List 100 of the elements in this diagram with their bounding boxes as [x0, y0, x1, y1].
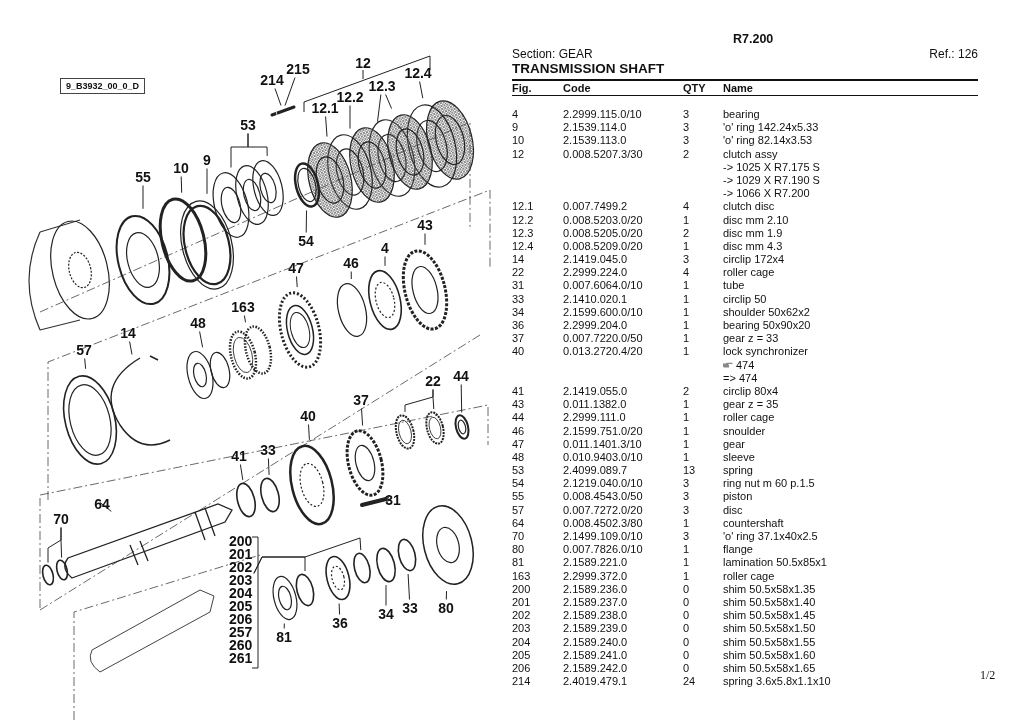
table-cell: 474 [736, 358, 755, 372]
table-cell-text: gear z = 33 [723, 332, 780, 346]
table-cell-text: 2.4099.089.7 [563, 464, 629, 478]
table-cell-text: 0.013.2720.4/20 [563, 345, 644, 359]
table-cell-text: 0.011.1382.0 [563, 398, 628, 412]
leader-line [284, 77, 296, 106]
table-cell-text: disc [723, 503, 744, 517]
table-cell-text: 46 [512, 424, 526, 438]
bearing-drawing [325, 555, 351, 601]
table-cell-text: 3 [683, 108, 691, 122]
table-cell-text: 57 [512, 503, 526, 517]
table-cell-text: 1 [683, 305, 691, 319]
o-ring-drawing [55, 559, 69, 581]
leader-line [247, 133, 268, 157]
table-cell-text: 0.007.7826.0/10 [563, 543, 644, 557]
leader-line [296, 276, 298, 288]
table-cell-text: bearing [723, 108, 761, 122]
callout-number: 214 [260, 73, 284, 87]
callout-number: 257 [229, 626, 253, 639]
table-cell-text: 2.1589.242.0 [563, 661, 629, 676]
roller-cage-drawing [454, 414, 470, 440]
table-cell-text: 54 [512, 477, 526, 491]
table-cell: => 474 [723, 371, 758, 385]
table-cell-text: 13 [683, 464, 697, 478]
table-cell-text: 1 [683, 569, 691, 583]
table-cell-text: 2.1539.114.0 [563, 121, 628, 135]
table-cell-text: tube [723, 279, 746, 293]
table-cell-text: 0.011.1401.3/10 [563, 437, 643, 451]
callout-number: 43 [417, 218, 433, 232]
table-cell-text: shim 50.5x58x1.35 [723, 582, 817, 596]
table-cell-text: snoulder [723, 424, 767, 438]
shim-drawing [353, 552, 371, 584]
callout-number: 64 [94, 497, 110, 511]
table-cell-text: spring 3.6x5.8x1.1x10 [723, 675, 832, 689]
table-cell-text: 206 [512, 661, 532, 676]
callout-number: 48 [190, 316, 206, 330]
ring-drawing [180, 200, 234, 290]
gear-drawing [401, 249, 449, 331]
table-cell-text: 36 [512, 319, 526, 333]
callout-number: 12.1 [311, 101, 339, 115]
table-cell-text: gear [723, 437, 747, 451]
table-cell-text: 12.2 [512, 213, 535, 227]
table-cell-text: 2.1589.239.0 [563, 622, 629, 636]
table-cell-text: lock synchronizer [723, 345, 809, 359]
table-cell-text: roller cage [723, 266, 776, 280]
table-cell-text: 0 [683, 595, 691, 610]
pin-drawing [270, 105, 296, 117]
callout-number: 55 [135, 170, 151, 184]
column-header: Name [723, 82, 754, 94]
table-cell-text: 33 [512, 292, 526, 306]
table-cell-text: circlip 50 [723, 292, 768, 306]
o-ring-drawing [41, 564, 55, 586]
table-cell-text: 40 [512, 345, 526, 359]
leader-line [84, 358, 87, 370]
table-cell-text: 4 [512, 108, 520, 122]
table-cell-text: 2.1589.238.0 [563, 609, 629, 623]
table-cell-text: 10 [512, 134, 526, 148]
roller-cage-drawing [228, 325, 273, 380]
table-cell-text: 2 [683, 147, 691, 161]
friction-disc-drawing [307, 142, 353, 218]
washer-drawing [212, 172, 250, 238]
table-cell-text: shim 50.5x58x1.55 [723, 635, 817, 649]
table-cell-text: 12.3 [512, 226, 535, 240]
table-cell-text: 2.1589.221.0 [563, 556, 629, 570]
table-cell-text: 2.1419.055.0 [563, 384, 629, 399]
table-cell-text: 14 [512, 253, 526, 267]
table-cell-text: 70 [512, 530, 526, 544]
table-cell-text: 34 [512, 305, 526, 319]
table-cell-text: 2.1219.040.0/10 [563, 477, 644, 491]
leader-line [349, 105, 351, 130]
leader-line [60, 527, 63, 559]
callout-number: 36 [332, 616, 348, 630]
table-cell-text: 2.1499.109.0/10 [563, 530, 644, 544]
table-cell-text: flange [723, 543, 754, 557]
table-cell-text: 'o' ring 37.1x40x2.5 [723, 530, 819, 544]
table-cell-text: 2.1419.045.0 [563, 253, 629, 267]
table-cell-text: 2 [683, 384, 691, 399]
callout-number: 12 [355, 56, 371, 70]
drawing-reference-box: 9_B3932_00_0_D [60, 78, 146, 94]
leader-line [283, 623, 285, 629]
table-cell-text: clutch assy [723, 147, 779, 161]
table-cell-text: spring [723, 464, 754, 478]
table-cell-text: 1 [683, 332, 691, 346]
callout-number: 57 [76, 343, 92, 357]
callout-number: 54 [298, 234, 314, 248]
section-label: Section: GEAR [512, 48, 593, 60]
table-cell-text: 3 [683, 253, 691, 267]
o-ring-drawing [158, 197, 208, 283]
table-cell-text: piston [723, 490, 754, 504]
column-header: QTY [683, 82, 707, 94]
leader-line [424, 233, 426, 246]
page-title: TRANSMISSION SHAFT [512, 62, 665, 76]
table-cell-text: 1 [683, 450, 691, 465]
table-cell-text: 1 [683, 279, 691, 293]
callout-number: 70 [53, 512, 69, 526]
leader-line [419, 81, 424, 99]
table-cell-text: 2.4019.479.1 [563, 675, 629, 689]
callout-number: 80 [438, 601, 454, 615]
callout-number: 47 [288, 261, 304, 275]
table-cell-text: 3 [683, 134, 691, 148]
